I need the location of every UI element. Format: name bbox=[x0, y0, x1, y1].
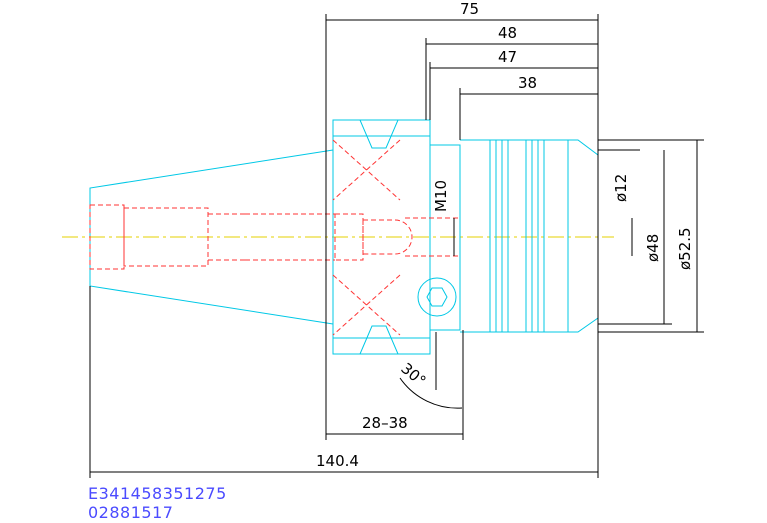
order-code: 02881517 bbox=[88, 503, 174, 522]
dimension-lines bbox=[89, 14, 704, 478]
collet-body bbox=[429, 139, 599, 333]
dim-thread: M10 bbox=[432, 180, 450, 212]
dim-38: 38 bbox=[518, 74, 537, 92]
dim-dia-12: ø12 bbox=[612, 174, 630, 202]
hidden-bore bbox=[89, 139, 460, 336]
dim-28-38: 28–38 bbox=[362, 414, 408, 432]
dim-75: 75 bbox=[460, 0, 479, 18]
dim-dia-52-5: ø52.5 bbox=[676, 227, 694, 270]
flange bbox=[332, 119, 431, 355]
dim-angle: 30° bbox=[397, 359, 429, 390]
hex-socket bbox=[417, 277, 457, 317]
dim-48: 48 bbox=[498, 24, 517, 42]
dim-47: 47 bbox=[498, 48, 517, 66]
dim-dia-48: ø48 bbox=[644, 234, 662, 262]
dim-140-4: 140.4 bbox=[316, 452, 359, 470]
part-code: E341458351275 bbox=[88, 484, 227, 503]
